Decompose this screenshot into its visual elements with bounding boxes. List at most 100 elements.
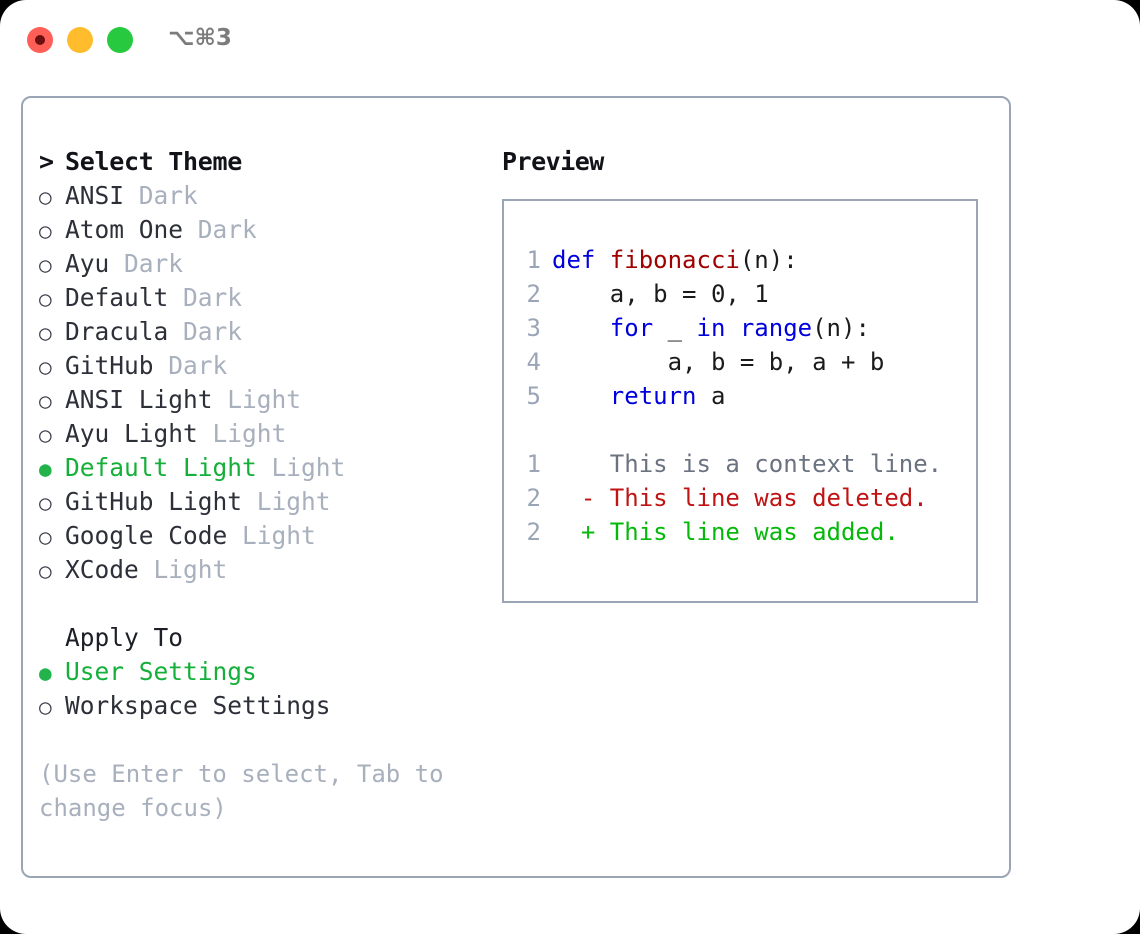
minimize-button[interactable] xyxy=(67,27,93,53)
theme-list-item[interactable]: ○GitHub Light Light xyxy=(39,485,489,519)
theme-variant-tag: Dark xyxy=(124,181,198,210)
theme-name: Atom One xyxy=(65,215,184,244)
code-line: 4 a, b = b, a + b xyxy=(515,345,976,379)
diff-line: 2 + This line was added. xyxy=(515,515,976,549)
code-token: a, b = 0, 1 xyxy=(552,280,769,308)
code-token: range xyxy=(739,314,813,342)
code-line: 2 a, b = 0, 1 xyxy=(515,277,976,311)
line-number: 1 xyxy=(526,450,541,478)
caret-icon: > xyxy=(39,147,54,176)
theme-name: GitHub Light xyxy=(65,487,243,516)
theme-list: ○ANSI Dark○Atom One Dark○Ayu Dark○Defaul… xyxy=(39,179,489,587)
theme-list-item[interactable]: ○ ANSI Light Light xyxy=(39,383,489,417)
radio-unselected-icon: ○ xyxy=(39,219,52,243)
radio-unselected-icon: ○ xyxy=(39,185,52,209)
theme-list-item[interactable]: ○ GitHub Dark xyxy=(39,349,489,383)
theme-variant-tag: Dark xyxy=(109,249,184,278)
diff-line: 2 - This line was deleted. xyxy=(515,481,976,515)
theme-list-item[interactable]: ●Default Light Light xyxy=(39,451,489,485)
line-number: 1 xyxy=(526,246,541,274)
code-line: 5 return a xyxy=(515,379,976,413)
code-text: a, b = b, a + b xyxy=(552,348,885,376)
theme-name: ANSI Light xyxy=(65,385,213,414)
radio-unselected-icon: ○ xyxy=(39,253,52,277)
code-token: for xyxy=(609,314,668,342)
code-token: return xyxy=(609,382,697,410)
radio-selected-icon: ● xyxy=(39,661,52,685)
theme-picker-panel: > Select Theme ○ ANSI Dark ○ Atom One Dark ○ A… xyxy=(21,96,1011,878)
diff-text: This is a context line. xyxy=(552,450,943,478)
line-number: 3 xyxy=(526,314,541,342)
radio-selected-icon: ● xyxy=(39,457,52,481)
theme-variant-tag: Light xyxy=(212,385,302,414)
apply-to-item[interactable]: ○ Workspace Settings xyxy=(39,689,489,723)
theme-variant-tag: Light xyxy=(138,555,228,584)
code-token: a, b = b, a + b xyxy=(552,348,885,376)
line-number: 2 xyxy=(526,280,541,308)
theme-variant-tag: Dark xyxy=(183,215,257,244)
keyboard-shortcut-label: ⌥⌘3 xyxy=(168,25,232,51)
code-token: (n): xyxy=(739,246,798,274)
line-number: 2 xyxy=(526,518,541,546)
radio-unselected-icon: ○ xyxy=(39,423,52,447)
apply-to-header: Apply To xyxy=(65,623,184,652)
keyboard-hint: (Use Enter to select, Tab to change focu… xyxy=(39,760,444,822)
apply-to-label: Workspace Settings xyxy=(65,691,331,720)
code-line: 3 for _ in range(n): xyxy=(515,311,976,345)
apply-to-list: ● User Settings ○ Workspace Settings xyxy=(39,655,489,723)
theme-variant-tag: Light xyxy=(197,419,287,448)
code-token xyxy=(552,314,610,342)
radio-unselected-icon: ○ xyxy=(39,491,52,515)
theme-variant-tag: Dark xyxy=(153,351,228,380)
radio-unselected-icon: ○ xyxy=(39,559,52,583)
theme-list-item[interactable]: ○ Ayu Light Light xyxy=(39,417,489,451)
theme-list-item[interactable]: ○Default Dark xyxy=(39,281,489,315)
theme-list-item[interactable]: ○Google Code Light xyxy=(39,519,489,553)
radio-unselected-icon: ○ xyxy=(39,389,52,413)
theme-selector-column: > Select Theme ○ ANSI Dark ○ Atom One Dark ○ A… xyxy=(39,145,489,825)
diff-text: - This line was deleted. xyxy=(552,484,928,512)
apply-to-label: User Settings xyxy=(65,657,257,686)
theme-variant-tag: Dark xyxy=(168,317,243,346)
code-token: a xyxy=(696,382,726,410)
radio-unselected-icon: ○ xyxy=(39,525,52,549)
code-text: def fibonacci(n): xyxy=(552,246,798,274)
close-icon xyxy=(35,35,45,45)
theme-variant-tag: Dark xyxy=(168,283,243,312)
radio-unselected-icon: ○ xyxy=(39,695,52,719)
radio-unselected-icon: ○ xyxy=(39,321,52,345)
theme-name: Ayu xyxy=(65,249,110,278)
apply-to-item[interactable]: ● User Settings xyxy=(39,655,489,689)
theme-name: Ayu Light xyxy=(65,419,198,448)
radio-unselected-icon: ○ xyxy=(39,287,52,311)
select-theme-header: > Select Theme xyxy=(39,145,489,179)
theme-name: GitHub xyxy=(65,351,154,380)
select-theme-header-label: Select Theme xyxy=(65,147,243,176)
theme-name: Google Code xyxy=(65,521,228,550)
preview-title: Preview xyxy=(502,147,604,176)
diff-gap xyxy=(515,413,976,447)
code-token xyxy=(552,382,610,410)
theme-name: XCode xyxy=(65,555,139,584)
theme-list-item[interactable]: ○ Ayu Dark xyxy=(39,247,489,281)
theme-name: ANSI xyxy=(65,181,125,210)
maximize-button[interactable] xyxy=(107,27,133,53)
theme-variant-tag: Light xyxy=(256,453,346,482)
line-number: 5 xyxy=(526,382,541,410)
diff-line: 1 This is a context line. xyxy=(515,447,976,481)
list-spacer xyxy=(39,587,489,621)
theme-list-item[interactable]: ○ ANSI Dark xyxy=(39,179,489,213)
theme-list-item[interactable]: ○Dracula Dark xyxy=(39,315,489,349)
line-number: 2 xyxy=(526,484,541,512)
code-token: def xyxy=(552,246,610,274)
diff-text: + This line was added. xyxy=(552,518,899,546)
radio-unselected-icon: ○ xyxy=(39,355,52,379)
theme-list-item[interactable]: ○ Atom One Dark xyxy=(39,213,489,247)
theme-list-item[interactable]: ○ XCode Light xyxy=(39,553,489,587)
diff-sample: 1 This is a context line.2 - This line w… xyxy=(515,447,976,549)
title-bar: ⌥⌘3 xyxy=(0,0,1140,78)
